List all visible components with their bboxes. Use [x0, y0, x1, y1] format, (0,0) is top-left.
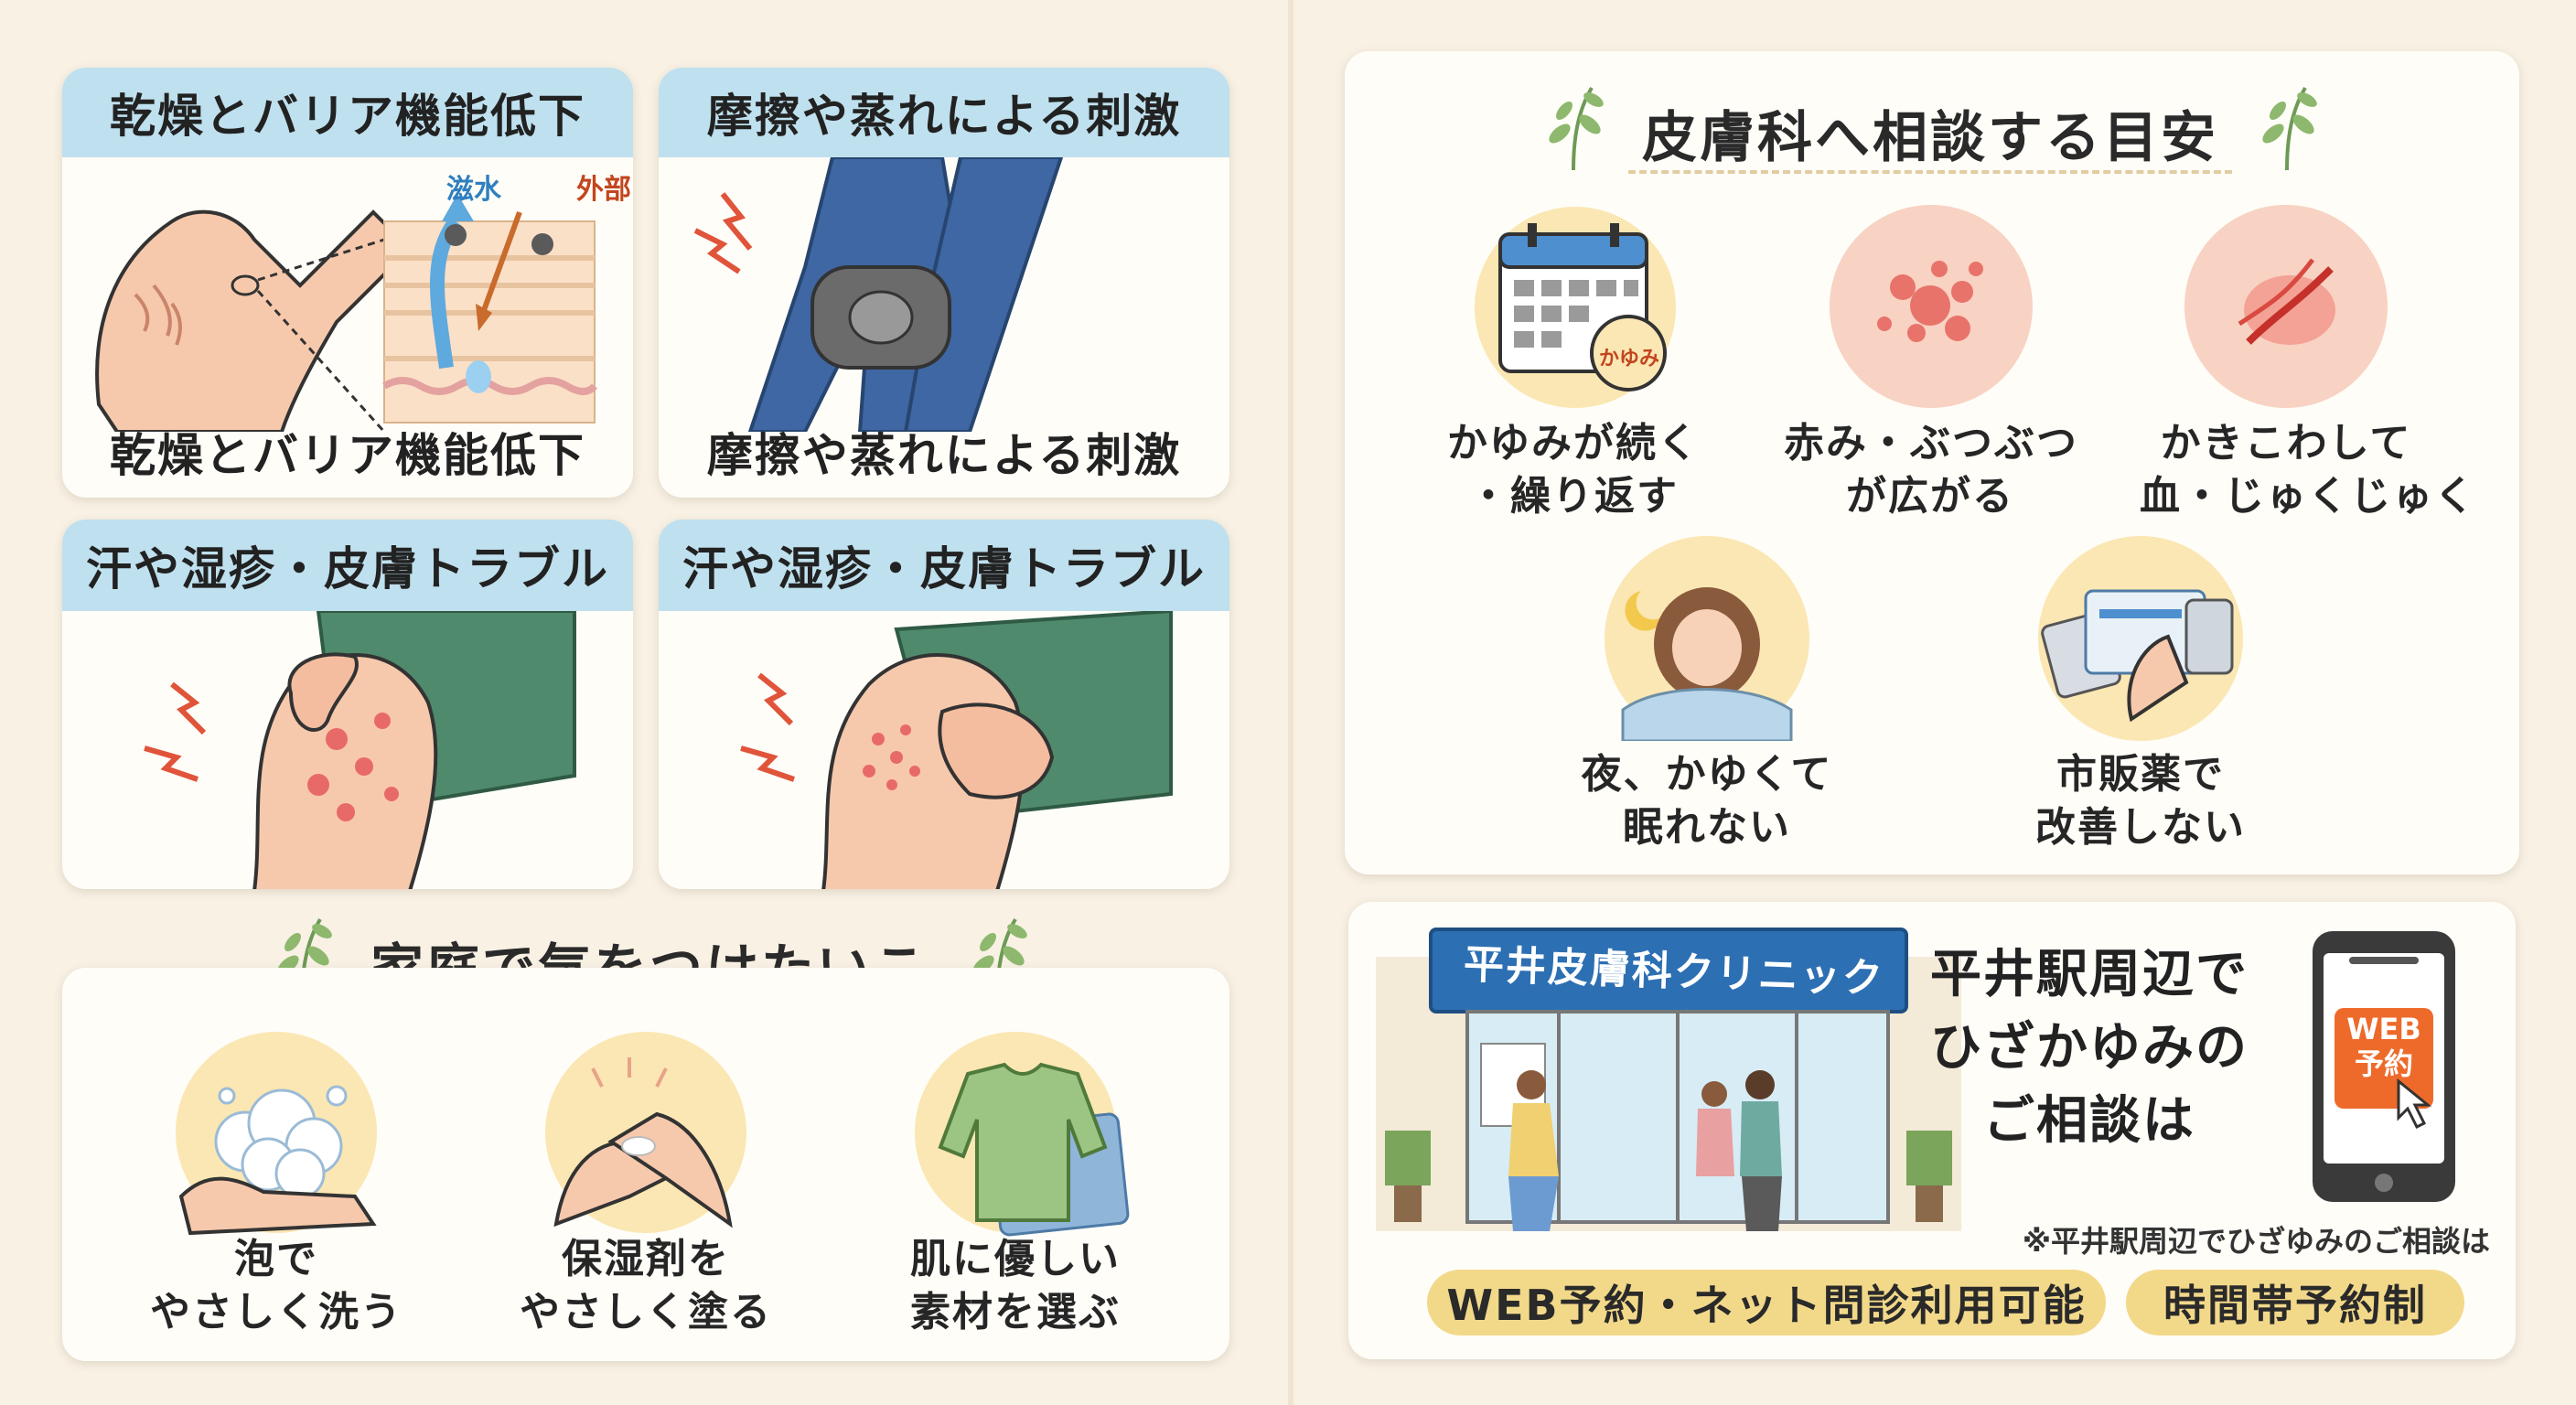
soft-clothing-illustration	[938, 1062, 1130, 1237]
cause-card-dryness: 乾燥とバリア機能低下 滋水 外部 乾燥とバリア機能低下	[62, 68, 633, 498]
rash-knee-illustration	[144, 611, 576, 889]
home-care-label: 肌に優しい素材を選ぶ	[910, 1236, 1121, 1335]
card-header: 汗や湿疹・皮膚トラブル	[659, 520, 1229, 611]
medicine-illustration	[2041, 589, 2234, 723]
title-underline	[1628, 170, 2232, 174]
leaf-icon	[2262, 86, 2317, 171]
external-label: 外部	[576, 174, 631, 206]
consult-label: かきこわして血・じゅくじゅく	[2140, 420, 2476, 520]
card-caption: 乾燥とバリア機能低下	[110, 429, 585, 482]
column-divider	[1288, 0, 1293, 1405]
foam-wash-illustration	[178, 1085, 377, 1236]
cause-card-sweat-1: 汗や湿疹・皮膚トラブル	[62, 520, 633, 889]
clinic-note: ※平井駅周辺でひざゆみのご相談は	[2022, 1224, 2490, 1259]
clinic-headline: 平井駅周辺で ひざかゆみの ご相談は	[1930, 945, 2249, 1151]
scratch-wound-illustration	[2238, 258, 2335, 345]
consult-title: 皮膚科へ相談する目安	[1642, 106, 2218, 170]
consult-label: 赤み・ぶつぶつが広がる	[1784, 420, 2078, 520]
card-header: 摩擦や蒸れによる刺激	[659, 68, 1229, 157]
cause-card-sweat-2: 汗や湿疹・皮膚トラブル	[659, 520, 1229, 889]
sleepless-illustration	[1621, 587, 1793, 741]
consult-label: 市販薬で改善しない	[2035, 751, 2246, 851]
home-care-label: 泡でやさしく洗う	[150, 1236, 402, 1335]
consult-label: かゆみが続く・繰り返す	[1447, 420, 1700, 520]
home-care-label: 保湿剤をやさしく塗る	[520, 1236, 772, 1335]
home-care-panel: 泡でやさしく洗う 保湿剤をやさしく塗る 肌に優しい素材を選ぶ	[62, 968, 1229, 1361]
card-caption: 摩擦や蒸れによる刺激	[706, 429, 1182, 482]
moisturizer-illustration	[553, 1057, 733, 1228]
smartphone-icon	[2313, 931, 2455, 1202]
knee-support-illustration	[693, 157, 1064, 432]
calendar-badge: かゆみ	[1599, 348, 1660, 370]
card-header: 汗や湿疹・皮膚トラブル	[62, 520, 633, 611]
clinic-building-illustration	[1376, 928, 1961, 1231]
dry-knee-illustration	[95, 194, 598, 432]
time-slot-pill[interactable]: 時間帯予約制	[2126, 1270, 2464, 1335]
card-header: 乾燥とバリア機能低下	[62, 68, 633, 157]
leaf-icon	[1549, 86, 1604, 171]
rash-illustration	[1877, 261, 1983, 342]
cause-card-friction: 摩擦や蒸れによる刺激 摩擦や蒸れによる刺激	[659, 68, 1229, 498]
consult-panel: 皮膚科へ相談する目安 かゆみ かゆみが続く・繰り返す 赤み・ぶつぶつが広がる	[1345, 51, 2519, 874]
consult-label: 夜、かゆくて眠れない	[1581, 751, 1833, 851]
calendar-illustration	[1498, 223, 1667, 391]
moisture-label: 滋水	[446, 174, 501, 206]
scratching-knee-illustration	[740, 611, 1173, 889]
web-booking-pill[interactable]: WEB予約・ネット問診利用可能	[1427, 1270, 2106, 1335]
